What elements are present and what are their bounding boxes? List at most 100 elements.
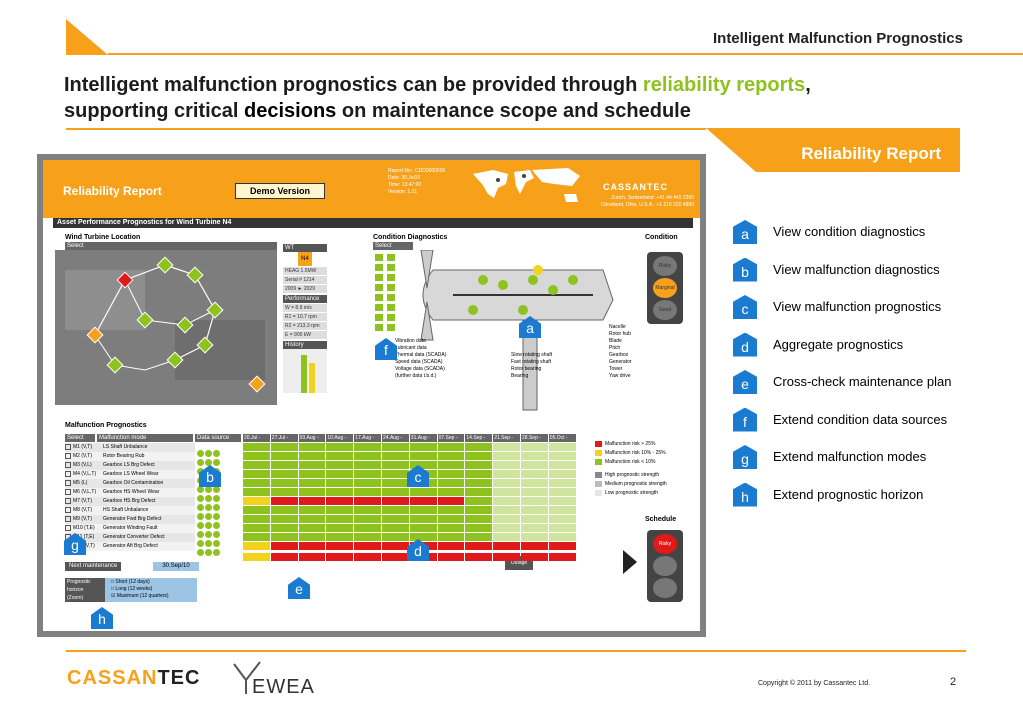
callout-text: Extend prognostic horizon [773,486,924,502]
callout-badge: c [733,295,757,319]
table-row[interactable]: M10 (T,E)Generator Winding Fault [65,524,195,533]
next-maintenance-date[interactable]: 30.Sep/10 [153,562,199,571]
turbine-diagram [375,250,614,411]
source-dot [205,495,212,502]
grid-cell [354,443,381,451]
schedule-lamp: Risky [653,534,677,554]
perf-line: W = 8.9 m/s [283,304,327,312]
source-dot [197,531,204,538]
grid-cell [354,542,381,550]
callout-badge: g [733,445,757,469]
callout-badge: b [733,257,757,282]
grid-cell [326,452,354,460]
horizon-option[interactable]: □ Short (12 days) [111,579,150,585]
source-dot [205,450,212,457]
horizon-option[interactable]: □ Long (12 weeks) [111,586,153,592]
callout-h: h [91,607,113,629]
legend-row: Malfunction risk > 25% [595,440,667,449]
data-source-cell [197,498,241,511]
location-select-bar[interactable]: Select [65,242,277,250]
headline-line2b: decisions [244,100,337,122]
slide-title: Intelligent Malfunction Prognostics [712,30,963,47]
report-band-wedge [706,128,756,172]
condition-select-bar[interactable]: Select [373,242,413,250]
row-checkbox[interactable] [65,470,71,477]
table-row[interactable]: M4 (V,L,T)Gearbox LS Wheel Wear [65,470,195,479]
table-row[interactable]: M6 (V,L,T)Gearbox HS Wheel Wear [65,488,195,497]
row-checkbox[interactable] [65,461,71,468]
table-row[interactable]: M3 (V,L)Gearbox LS Brg Defect [65,461,195,470]
grid-cell [437,533,465,541]
grid-cell [548,497,576,505]
grid-cell [521,542,548,550]
report-header: Reliability Report Demo Version Report N… [43,160,700,218]
row-checkbox[interactable] [65,515,71,522]
callout-text: Extend malfunction modes [773,449,927,464]
row-checkbox[interactable] [65,443,71,450]
row-checkbox[interactable] [65,488,71,495]
mode-name: Gearbox LS Brg Defect [103,462,155,468]
legend-row: Low prognostic strength [595,489,667,498]
report-meta: Report No.: CDD0000005 Date: 30.Jul10 Ti… [388,168,445,196]
horizon-option-label: Short (12 days) [115,579,150,585]
grid-cell [521,524,548,532]
table-row[interactable]: M5 (L)Gearbox Oil Contamination [65,479,195,488]
grid-cell [521,461,548,469]
table-row[interactable]: M9 (V,T)Generator Fwd Brg Defect [65,515,195,524]
grid-cell [354,533,381,541]
callout-badge: e [733,370,757,394]
table-row[interactable]: M8 (V,T)HS Shaft Unbalance [65,506,195,515]
condition-label: Condition [645,234,678,241]
grid-cell [243,470,270,478]
row-checkbox[interactable] [65,497,71,504]
wt-line: HEAG 1.5MW [283,267,327,275]
grid-cell [270,452,298,460]
location-title: Wind Turbine Location [65,234,141,241]
table-row[interactable]: M1 (V,T)LS Shaft Unbalance [65,443,195,452]
report-address: Zurich, Switzerland: +41 44 445 2260 Cle… [576,195,694,209]
top-accent-triangle [66,19,108,55]
grid-cell [354,488,381,496]
grid-cell [521,452,548,460]
condition-lamp: Risky [653,256,677,276]
grid-cell [270,479,298,487]
callout-d: d [407,539,429,561]
table-row[interactable]: M7 (V,T)Gearbox HS Brg Defect [65,497,195,506]
legend-row: Medium prognostic strength [595,480,667,489]
grid-cell [437,488,465,496]
grid-cell [521,488,548,496]
source-dot [205,522,212,529]
source-dot [205,486,212,493]
aerial-map[interactable] [55,250,277,405]
address-line: Cleveland, Ohio, U.S.A.: +1 216 220 4990 [600,202,694,208]
aggregate-cell [548,553,576,561]
horizon-option[interactable]: ☑ Maximum (12 quarters) [111,593,169,599]
grid-cell [354,506,381,514]
grid-cell [548,533,576,541]
source-header: Data source [195,434,241,442]
row-checkbox[interactable] [65,524,71,531]
grid-cell [548,524,576,532]
logo-part-a: CASSAN [67,667,158,689]
data-source-cell [197,525,241,538]
grid-cell [548,452,576,460]
grid-cell [548,443,576,451]
grid-cell [326,461,354,469]
aggregate-cell [465,553,493,561]
legend-line: Thermal data (SCADA) [395,352,447,358]
legend-line: Rotor hub [609,331,631,337]
row-checkbox[interactable] [65,452,71,459]
risk-legend: Malfunction risk > 25% Malfunction risk … [595,440,667,498]
report-band-label: Reliability Report [801,144,941,163]
mode-id: M8 (V,T) [73,507,92,513]
legend-row: Malfunction risk < 10% [595,458,667,467]
table-row[interactable]: M2 (V,T)Rotor Bearing Rub [65,452,195,461]
grid-cell [326,542,354,550]
row-checkbox[interactable] [65,506,71,513]
grid-cell [382,506,409,514]
grid-cell [243,488,270,496]
row-checkbox[interactable] [65,479,71,486]
mode-name: Gearbox HS Brg Defect [103,498,156,504]
data-source-cell [197,543,241,556]
mode-name: Generator Fwd Brg Defect [103,516,162,522]
